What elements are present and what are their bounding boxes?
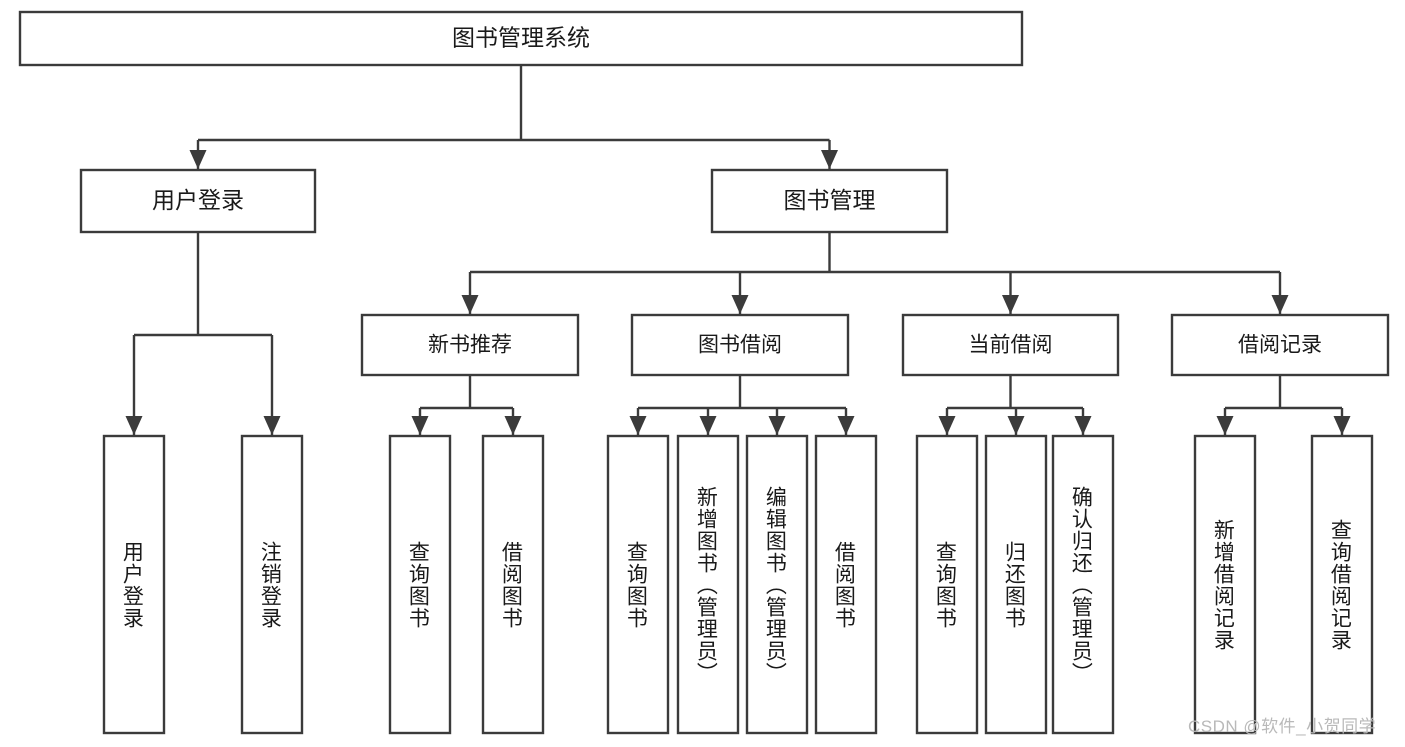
- arrow-head-icon: [1074, 416, 1092, 435]
- node-l3-当前借阅[interactable]: 当前借阅: [901, 313, 1120, 377]
- node-leaf-查询图书[interactable]: [606, 434, 670, 735]
- node-leaf-确认归还（管理员）[interactable]: [1051, 434, 1115, 735]
- arrow-head-icon: [461, 295, 479, 314]
- arrow-head-icon: [125, 416, 143, 435]
- node-label: 图书借阅: [698, 334, 782, 357]
- node-leaf-查询图书[interactable]: [388, 434, 452, 735]
- arrow-head-icon: [1333, 416, 1351, 435]
- node-l3-借阅记录[interactable]: 借阅记录: [1170, 313, 1390, 377]
- node-leaf-新增图书（管理员）[interactable]: [676, 434, 740, 735]
- node-leaf-查询图书[interactable]: [915, 434, 979, 735]
- watermark: CSDN @软件_小贺同学: [1188, 717, 1377, 736]
- connectors-layer: [125, 65, 1351, 435]
- arrow-head-icon: [1007, 416, 1025, 435]
- arrow-head-icon: [629, 416, 647, 435]
- arrow-head-icon: [837, 416, 855, 435]
- node-root-图书管理系统[interactable]: 图书管理系统: [18, 10, 1024, 67]
- node-label: 图书管理系统: [452, 25, 590, 51]
- node-l2-图书管理[interactable]: 图书管理: [710, 168, 949, 234]
- arrow-head-icon: [768, 416, 786, 435]
- node-leaf-归还图书[interactable]: [984, 434, 1048, 735]
- arrow-head-icon: [938, 416, 956, 435]
- node-label: 当前借阅: [969, 334, 1053, 357]
- arrow-head-icon: [411, 416, 429, 435]
- arrow-head-icon: [821, 150, 838, 169]
- node-l3-新书推荐[interactable]: 新书推荐: [360, 313, 580, 377]
- node-l2-用户登录[interactable]: 用户登录: [79, 168, 317, 234]
- node-leaf-编辑图书（管理员）[interactable]: [745, 434, 809, 735]
- node-label: 新书推荐: [428, 334, 512, 357]
- node-leaf-新增借阅记录[interactable]: [1193, 434, 1257, 735]
- arrow-head-icon: [504, 416, 522, 435]
- node-label: 借阅记录: [1238, 334, 1322, 357]
- node-l3-图书借阅[interactable]: 图书借阅: [630, 313, 850, 377]
- node-leaf-借阅图书[interactable]: [481, 434, 545, 735]
- arrow-head-icon: [731, 295, 749, 314]
- node-label: 用户登录: [152, 187, 244, 213]
- node-leaf-借阅图书[interactable]: [814, 434, 878, 735]
- node-leaf-注销登录[interactable]: [240, 434, 304, 735]
- node-leaf-查询借阅记录[interactable]: [1310, 434, 1374, 735]
- node-leaf-用户登录[interactable]: [102, 434, 166, 735]
- arrow-head-icon: [1216, 416, 1234, 435]
- arrow-head-icon: [189, 150, 207, 169]
- arrow-head-icon: [1271, 295, 1289, 314]
- node-label: 图书管理: [784, 187, 876, 213]
- arrow-head-icon: [263, 416, 281, 435]
- arrow-head-icon: [699, 416, 717, 435]
- arrow-head-icon: [1002, 295, 1019, 314]
